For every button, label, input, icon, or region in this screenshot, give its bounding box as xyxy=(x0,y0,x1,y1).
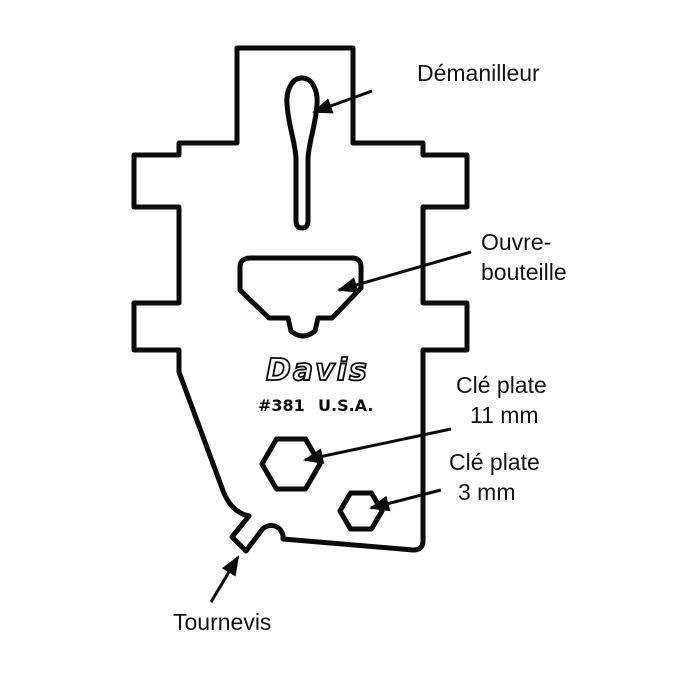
label-ouvre-bouteille-line1: Ouvre- xyxy=(481,229,551,255)
bottle-opener-cutout xyxy=(237,255,364,339)
arrow-demanilleur xyxy=(312,89,373,114)
arrow-cle-plate-11mm xyxy=(303,427,452,465)
tool-body: Davis #381 U.S.A. xyxy=(131,45,470,554)
callout-arrows xyxy=(209,89,472,603)
arrow-ouvre-bouteille xyxy=(337,250,472,293)
label-demanilleur: Démanilleur xyxy=(417,60,540,86)
hex-hole-3mm xyxy=(337,490,385,532)
brand-text: Davis xyxy=(266,353,369,388)
label-ouvre-bouteille-line2: bouteille xyxy=(481,259,567,285)
label-cle-plate-11mm-line1: Clé plate xyxy=(456,372,547,398)
hex-hole-11mm xyxy=(259,436,323,492)
arrow-cle-plate-3mm xyxy=(369,488,442,512)
label-cle-plate-3mm-line2: 3 mm xyxy=(458,479,516,505)
label-cle-plate-3mm-line1: Clé plate xyxy=(449,449,540,475)
label-tournevis: Tournevis xyxy=(173,609,271,635)
origin-text: U.S.A. xyxy=(318,396,373,415)
label-cle-plate-11mm-line2: 11 mm xyxy=(470,402,539,428)
callout-labels: Démanilleur Ouvre- bouteille Clé plate 1… xyxy=(173,60,567,635)
arrow-tournevis xyxy=(209,555,240,603)
model-text: #381 xyxy=(258,396,305,415)
